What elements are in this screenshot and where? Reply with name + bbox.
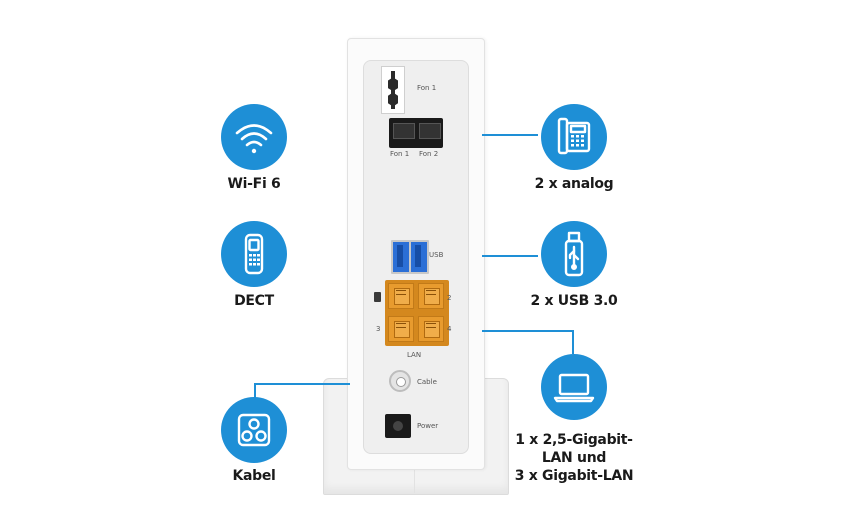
connector-line-analog xyxy=(482,134,538,136)
dect-phone-icon xyxy=(221,221,287,287)
cable-label: Cable xyxy=(417,378,437,386)
connector-line-lan-h xyxy=(482,330,574,332)
router-device: Fon 1 Fon 1 Fon 2 USB 2 3 4 LAN Cable Po… xyxy=(323,38,509,495)
lan-port-3 xyxy=(388,316,414,342)
lan-port-4 xyxy=(418,316,444,342)
fon1-top-label: Fon 1 xyxy=(417,84,437,92)
usb-port-2 xyxy=(409,240,429,274)
connector-line-kabel-h xyxy=(254,383,350,385)
fon-rj11-ports xyxy=(389,118,443,148)
lan-label: LAN xyxy=(407,351,422,359)
laptop-icon xyxy=(541,354,607,420)
fon1-tae-socket xyxy=(381,66,405,114)
fon2-label: Fon 2 xyxy=(419,150,439,158)
usb-label: USB xyxy=(429,251,444,259)
connector-line-usb xyxy=(482,255,538,257)
fon1-label: Fon 1 xyxy=(390,150,410,158)
analog-label: 2 x analog xyxy=(534,176,614,192)
lan-port-number-2: 2 xyxy=(447,294,452,302)
lan-port-number-3: 3 xyxy=(376,325,381,333)
connector-line-lan-v xyxy=(572,330,574,354)
usb-label-feature: 2 x USB 3.0 xyxy=(530,293,618,309)
lan-port-number-4: 4 xyxy=(447,325,452,333)
wifi-label: Wi-Fi 6 xyxy=(227,176,281,192)
lan-port-2 xyxy=(418,283,444,309)
power-jack xyxy=(385,414,411,438)
power-label: Power xyxy=(417,422,439,430)
desk-phone-icon xyxy=(541,104,607,170)
wifi-icon xyxy=(221,104,287,170)
usb-stick-icon xyxy=(541,221,607,287)
lan-label-line-1: 1 x 2,5-Gigabit- xyxy=(515,432,633,448)
coax-cable-icon xyxy=(221,397,287,463)
cable-connector xyxy=(389,370,411,392)
usb-port-1 xyxy=(391,240,411,274)
dect-label: DECT xyxy=(234,293,274,309)
lan-speed-marker xyxy=(374,292,381,302)
kabel-label: Kabel xyxy=(232,468,276,484)
connector-line-kabel-v xyxy=(254,383,256,399)
lan-label-line-3: 3 x Gigabit-LAN xyxy=(514,468,634,484)
lan-port-1 xyxy=(388,283,414,309)
lan-label-line-2: LAN und xyxy=(541,450,607,466)
